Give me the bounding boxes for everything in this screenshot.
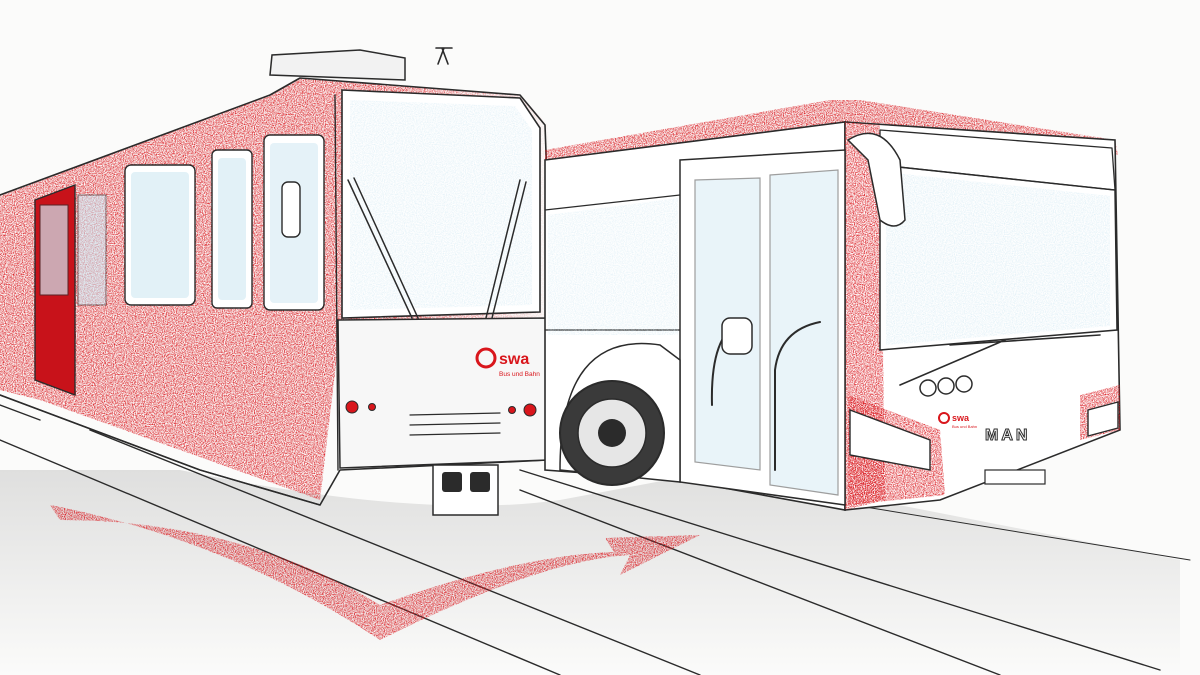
swa-logo-icon [475,347,497,369]
bus-logo-brand: swa [952,413,970,423]
swa-logo-icon [938,412,950,424]
tram-logo-tagline: Bus und Bahn [499,371,540,378]
tram [0,47,559,516]
bus-logo: swa Bus und Bahn [938,412,977,429]
curved-arrow-icon [50,505,700,640]
bus-badge: MAN [985,427,1030,444]
bus-logo-tagline: Bus und Bahn [952,424,977,429]
bus [544,100,1121,511]
tram-logo-brand: swa [499,351,529,368]
tram-logo: swa Bus und Bahn [475,347,540,378]
